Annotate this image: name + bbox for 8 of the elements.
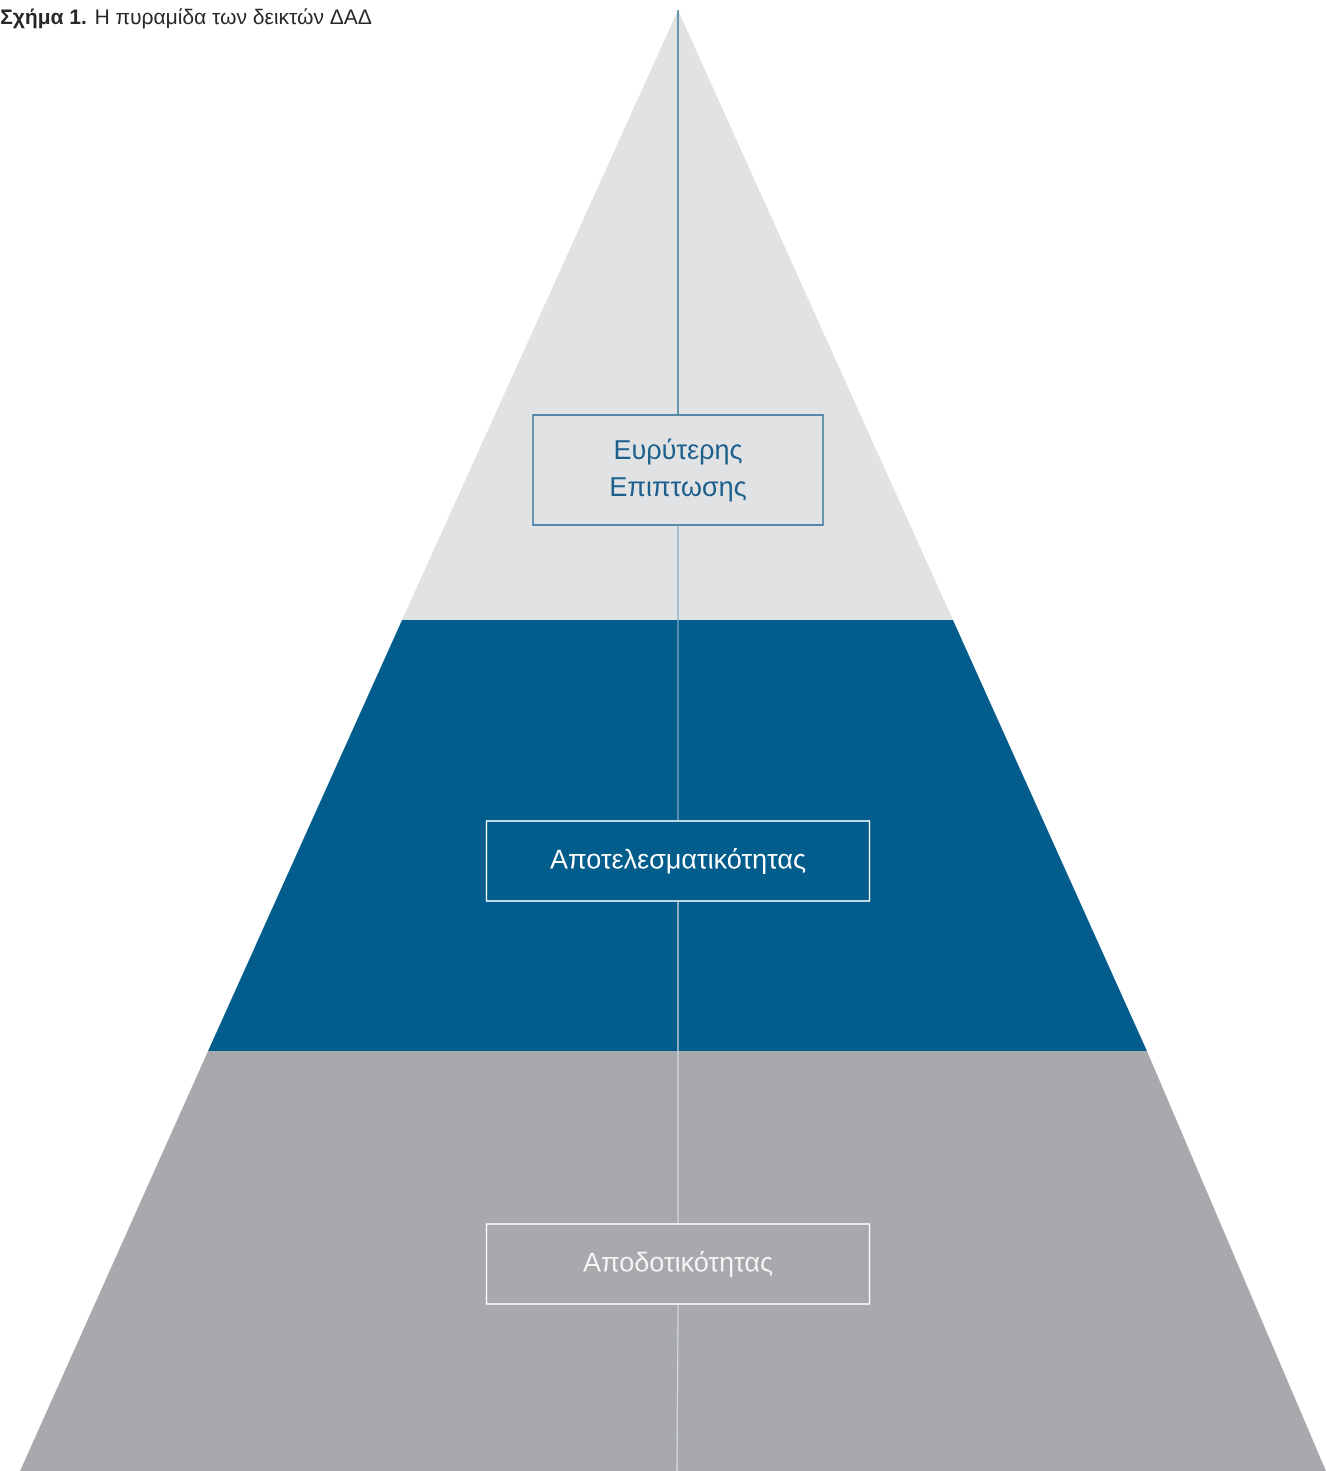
connector-line (676, 1304, 679, 1471)
connector-line (677, 901, 679, 1224)
level-box: Ευρύτερης Επιπτωσης (532, 414, 824, 526)
connector-line (677, 9, 679, 415)
level-box: Αποδοτικότητας (485, 1223, 871, 1305)
level-box: Αποτελεσματικότητας (485, 820, 871, 902)
connector-line (677, 525, 679, 821)
figure-title: Σχήμα 1. Η πυραμίδα των δεικτών ΔΑΔ (1, 8, 372, 29)
